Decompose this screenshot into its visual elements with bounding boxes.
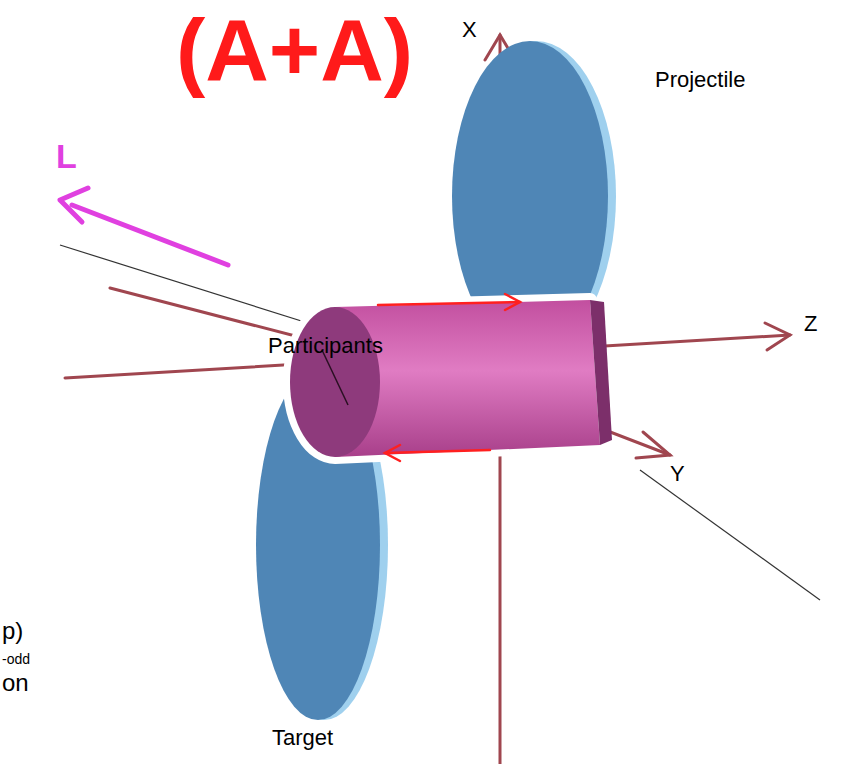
flow-arrow-head xyxy=(385,445,400,461)
l-arrow-head xyxy=(60,188,88,222)
l-arrow xyxy=(72,205,228,265)
part-label: Participants xyxy=(268,334,383,358)
axis-label: Z xyxy=(804,312,817,336)
collision-title: (A+A) xyxy=(176,2,413,99)
y-axis-head xyxy=(636,432,670,458)
part-label: Projectile xyxy=(655,68,745,92)
part-label: Target xyxy=(272,726,333,750)
reference-line xyxy=(640,470,820,600)
cylinder-end xyxy=(590,300,612,445)
cylinder-cap xyxy=(290,307,380,457)
cap-line xyxy=(322,350,348,405)
axis-label: Y xyxy=(670,462,685,486)
axis-label: X xyxy=(462,18,477,42)
cut-text: -odd xyxy=(2,652,30,667)
reference-line xyxy=(60,245,330,330)
cylinder-gap xyxy=(290,300,600,457)
flow-arrow xyxy=(378,302,520,305)
flow-arrow xyxy=(385,450,490,453)
cut-text: p) xyxy=(2,618,23,644)
z-axis-head xyxy=(765,323,790,350)
cut-text: on xyxy=(2,670,29,696)
momentum-label: L xyxy=(56,138,77,175)
flow-arrow-head xyxy=(505,294,520,310)
